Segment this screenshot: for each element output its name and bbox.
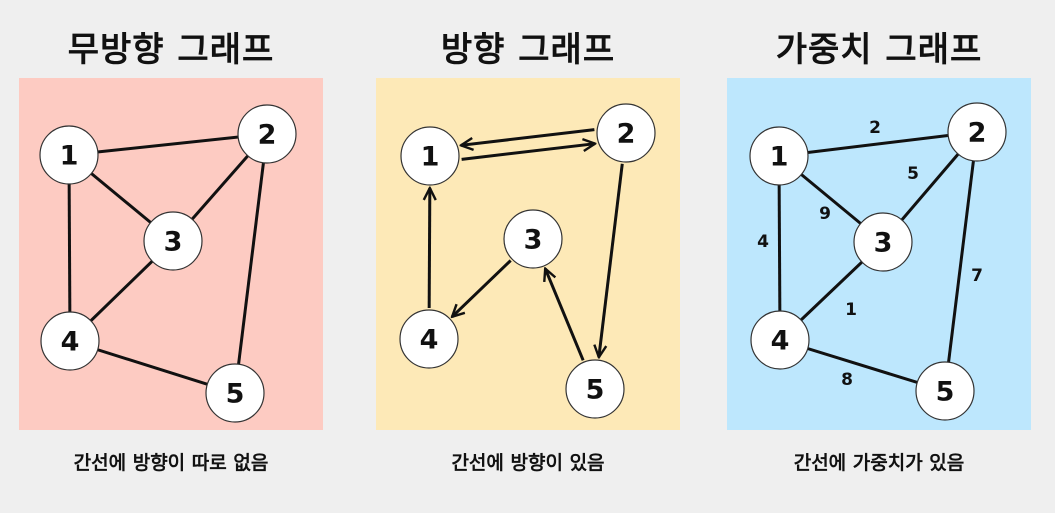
- edge-weight-1-3: 9: [819, 204, 831, 224]
- edge-1-2: [461, 144, 595, 161]
- edge-2-5: [233, 133, 269, 394]
- graph-svg-weighted: 2 9 4 5 7 1 8 1 2 3 4 5: [749, 102, 1007, 421]
- node-2: 2: [237, 104, 297, 164]
- graph-panel-weighted: 2 9 4 5 7 1 8 1 2 3 4 5: [727, 78, 1031, 430]
- panel-title-weighted: 가중치 그래프: [775, 30, 983, 70]
- node-label: 4: [61, 327, 80, 358]
- panel-caption-weighted: 간선에 가중치가 있음: [793, 452, 965, 474]
- panel-title-undirected: 무방향 그래프: [67, 30, 275, 70]
- edge-weight-2-5: 7: [971, 266, 983, 286]
- node-label: 1: [421, 142, 440, 173]
- node-circle: [39, 125, 99, 185]
- node-5: 5: [205, 363, 265, 423]
- panel-caption-undirected: 간선에 방향이 따로 없음: [73, 452, 269, 474]
- node-circle: [40, 311, 100, 371]
- panel-title-directed: 방향 그래프: [440, 30, 616, 70]
- node-label: 3: [874, 228, 893, 259]
- node-circle: [399, 309, 459, 369]
- node-1: 1: [400, 126, 460, 186]
- panel-caption-directed: 간선에 방향이 있음: [451, 452, 605, 474]
- edge-weight-3-4: 1: [845, 300, 857, 320]
- graph-svg-undirected: 1 2 3 4 5: [39, 104, 297, 423]
- node-circle: [947, 102, 1007, 162]
- edge-weight-4-5: 8: [841, 370, 853, 390]
- edge-2-5: [943, 131, 979, 392]
- edge-3-4: [452, 259, 512, 316]
- edge-1-4: [777, 155, 782, 341]
- edge-4-1: [429, 188, 430, 309]
- node-1: 1: [39, 125, 99, 185]
- graph-svg-directed: 1 2 3 4 5: [399, 103, 656, 419]
- node-circle: [596, 103, 656, 163]
- node-3: 3: [503, 209, 563, 269]
- node-circle: [915, 361, 975, 421]
- node-1: 1: [749, 126, 809, 186]
- node-circle: [400, 126, 460, 186]
- graph-panel-undirected: 1 2 3 4 5: [19, 78, 323, 430]
- edge-weight-2-3: 5: [907, 164, 919, 184]
- node-circle: [750, 310, 810, 370]
- node-4: 4: [399, 309, 459, 369]
- edge-weight-1-2: 2: [869, 118, 881, 138]
- node-4: 4: [750, 310, 810, 370]
- node-label: 5: [226, 379, 245, 410]
- node-3: 3: [853, 212, 913, 272]
- node-circle: [503, 209, 563, 269]
- node-label: 2: [258, 120, 277, 151]
- edge-2-5: [599, 163, 624, 357]
- edge-1-4: [67, 154, 72, 342]
- node-circle: [205, 363, 265, 423]
- edge-1-2: [68, 132, 268, 157]
- node-label: 1: [60, 141, 79, 172]
- node-2: 2: [947, 102, 1007, 162]
- edge-weight-1-4: 4: [757, 232, 769, 252]
- node-label: 2: [617, 119, 636, 150]
- node-5: 5: [915, 361, 975, 421]
- node-4: 4: [40, 311, 100, 371]
- node-label: 2: [968, 118, 987, 149]
- node-label: 5: [586, 375, 605, 406]
- node-2: 2: [596, 103, 656, 163]
- edge-2-1: [461, 128, 595, 146]
- edge-5-3: [545, 269, 585, 361]
- node-circle: [853, 212, 913, 272]
- node-label: 3: [524, 225, 543, 256]
- node-label: 4: [420, 325, 439, 356]
- node-label: 3: [164, 227, 183, 258]
- node-label: 5: [936, 377, 955, 408]
- edge-1-2: [778, 130, 978, 158]
- node-label: 1: [770, 142, 789, 173]
- node-3: 3: [143, 211, 203, 271]
- node-circle: [749, 126, 809, 186]
- node-circle: [237, 104, 297, 164]
- node-circle: [565, 359, 625, 419]
- graph-panel-directed: 1 2 3 4 5: [376, 78, 680, 430]
- node-circle: [143, 211, 203, 271]
- node-label: 4: [771, 326, 790, 357]
- node-5: 5: [565, 359, 625, 419]
